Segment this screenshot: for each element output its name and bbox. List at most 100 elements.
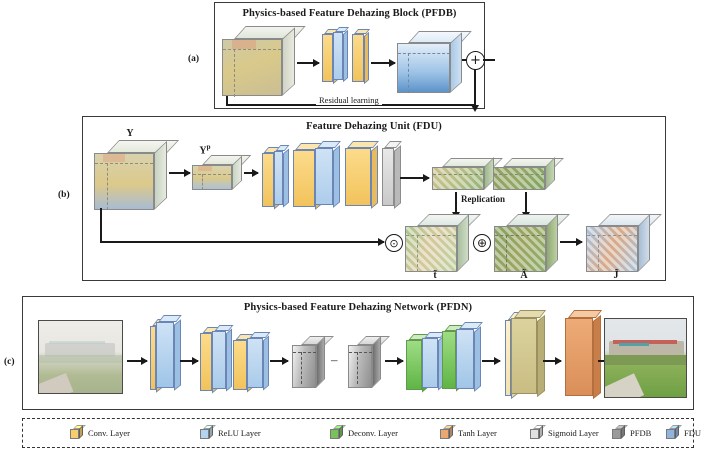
legend-label: FDU (684, 427, 702, 438)
cube-side (546, 214, 558, 272)
fdu-arrow-out (560, 238, 583, 245)
pfdb-input-cube (222, 26, 306, 97)
panel-a-tag: (a) (188, 54, 200, 64)
cube-hidden-edge (293, 352, 316, 354)
fdu-relu-2 (315, 141, 341, 208)
pfdb-arrow-2 (371, 59, 396, 66)
pfdb-residual-up (471, 69, 478, 112)
fdu-conv-3 (345, 141, 379, 209)
cube-side (457, 214, 469, 272)
pfdn-arrow-5 (482, 357, 501, 364)
legend-label: ReLU Layer (218, 427, 261, 438)
pfdb-relu-1 (333, 27, 350, 83)
pfdn-ellipsis: – (331, 352, 339, 367)
hazy-scene-building (45, 343, 115, 357)
cube-hidden-edge-2 (107, 163, 109, 210)
cube-side (450, 32, 462, 93)
fdu-replication-arrow-right (522, 192, 529, 219)
fdu-add-operator: ⊕ (473, 234, 491, 252)
pfdn-relu-d2 (456, 322, 483, 392)
cube-hidden-edge-2 (598, 235, 600, 272)
pfdb-cube (612, 425, 628, 440)
panel-b-title: Feature Dehazing Unit (FDU) (306, 121, 442, 132)
cube-accent (232, 40, 256, 49)
pfdn-pfdb-n (348, 336, 390, 388)
cube-hidden-edge (433, 174, 483, 176)
pfdb-residual-v1 (226, 96, 228, 106)
tanh-layer-cube (440, 425, 456, 440)
cube-hidden-edge-2 (506, 235, 508, 272)
fdu-replication-label: Replication (461, 194, 505, 204)
pfdn-deconv-d2 (442, 325, 464, 392)
fdu-cube (666, 425, 682, 440)
fdu-pooled-sup: p (206, 143, 211, 151)
legend-item-relu-layer-cube: ReLU Layer (200, 425, 261, 440)
pfdb-out-line (483, 59, 495, 61)
pfdn-tanh-layer (565, 310, 603, 400)
cube-side (638, 214, 650, 272)
cube-hidden-edge (349, 352, 372, 354)
fdu-flat-slab-right (493, 157, 564, 190)
fdu-pooled-cube (192, 155, 252, 190)
legend-label: Tanh Layer (458, 427, 497, 438)
fdu-skip-v (100, 208, 102, 242)
fdu-output-label: J̃ (613, 270, 619, 281)
fdu-atmosphere-label: Ã (520, 270, 528, 281)
fdu-input-label: Y (126, 128, 134, 139)
pfdb-conv-2 (352, 29, 371, 85)
fdu-pooled-base: Y (199, 145, 207, 157)
cube-side (372, 336, 381, 388)
pfdn-arrow-3 (270, 357, 289, 364)
cube-top (408, 31, 472, 43)
cube-hidden-edge-2 (417, 235, 419, 272)
pfdn-conv-e1 (200, 327, 220, 394)
fdu-flat-slab-left (432, 157, 503, 190)
pfdn-relu-e1 (212, 325, 234, 392)
cube-side (282, 27, 295, 97)
fdu-relu-1 (274, 145, 290, 208)
deconv-layer-cube (330, 425, 346, 440)
pfdn-relu-d1 (422, 332, 446, 391)
cube-front (222, 39, 282, 96)
cube-hidden-edge (406, 235, 456, 237)
fdu-replication-arrow-left (452, 192, 459, 219)
panel-c-tag: (c) (4, 357, 15, 367)
conv-layer-cube (70, 425, 86, 440)
fdu-conv-1 (262, 147, 281, 210)
pfdn-conv-in (150, 319, 164, 393)
pfdb-output-cube (397, 31, 472, 93)
panel-a-title: Physics-based Feature Dehazing Block (PF… (242, 8, 457, 19)
fdu-multiply-operator: ⊙ (385, 234, 403, 252)
fdu-conv-2 (293, 143, 323, 210)
panel-c-title: Physics-based Feature Dehazing Network (… (243, 302, 473, 313)
legend-panel (22, 418, 694, 448)
cube-front (432, 167, 484, 190)
fdu-output-cube (586, 214, 662, 272)
pfdn-relu-e2 (247, 332, 271, 391)
legend-label: Conv. Layer (88, 427, 130, 438)
pfdn-output-photo (604, 318, 687, 398)
fdu-arrow-1 (169, 169, 191, 176)
fdu-transmission-label: t̃ (433, 270, 437, 281)
cube-hidden-edge-2 (408, 53, 410, 93)
cube-hidden-edge-2 (301, 352, 303, 384)
pfdb-residual-label: Residual learning (316, 95, 382, 105)
legend-item-deconv-layer-cube: Deconv. Layer (330, 425, 398, 440)
cube-front (397, 43, 450, 93)
cube-accent (103, 154, 125, 162)
cube-front (494, 226, 546, 272)
sigmoid-layer-cube (530, 425, 546, 440)
cube-side (154, 140, 167, 210)
pfdn-conv-e2 (233, 334, 255, 393)
legend-item-fdu-cube: FDU (666, 425, 701, 440)
panel-b-tag: (b) (58, 190, 70, 200)
clear-scene-treeline (605, 355, 686, 365)
legend-item-conv-layer-cube: Conv. Layer (70, 425, 130, 440)
hazy-scene-roofline (49, 341, 105, 344)
cube-hidden-edge (223, 49, 281, 51)
pfdn-arrow-1 (127, 357, 148, 364)
cube-front (493, 167, 545, 190)
pfdn-arrow-6 (543, 357, 562, 364)
hazy-scene-treeline (39, 355, 122, 363)
legend-item-sigmoid-layer-cube: Sigmoid Layer (530, 425, 599, 440)
